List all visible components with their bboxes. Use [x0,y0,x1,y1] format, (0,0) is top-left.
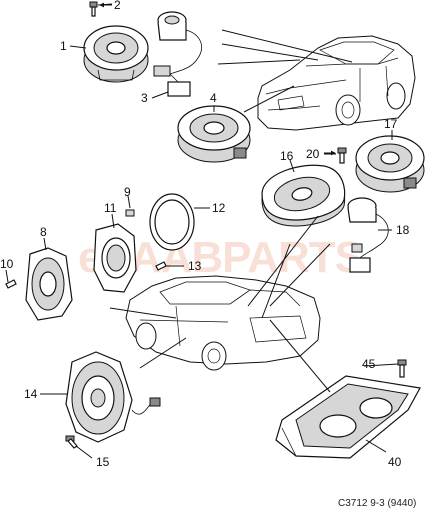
callout-17: 17 [384,117,398,131]
callout-40: 40 [388,455,402,469]
car-front-view [257,35,416,131]
leader-lines [5,3,399,459]
part-14-speaker [65,351,161,443]
callout-11: 11 [104,201,117,215]
callout-16: 16 [280,149,294,163]
callout-3: 3 [141,91,148,105]
callout-20: 20 [306,147,320,161]
part-20-screw [337,147,347,164]
part-4-speaker [177,105,251,163]
callout-9: 9 [124,185,131,199]
callout-labels: 1 2 3 4 17 16 20 18 9 11 12 13 8 10 14 1… [0,0,410,469]
callout-8: 8 [40,225,47,239]
callout-4: 4 [210,91,217,105]
part-17-speaker [355,135,425,193]
callout-14: 14 [24,387,38,401]
callout-2: 2 [114,0,121,12]
part-12-mounting-ring [149,193,195,251]
callout-12: 12 [212,201,226,215]
part-2-screw [89,1,98,17]
part-16-oval-speaker [261,164,346,227]
part-1-speaker [83,25,149,83]
part-8-speaker [25,247,73,321]
part-11-bracket [93,223,137,293]
part-45-screw [397,359,407,378]
callout-15: 15 [96,455,110,469]
part-40-subwoofer-box [275,375,421,459]
callout-10: 10 [0,257,14,271]
part-3-tweeter [153,11,202,97]
callout-13: 13 [188,259,202,273]
diagram-footer-code: C3712 9-3 (9440) [338,498,416,509]
part-9-clip [125,209,135,217]
part-10-screw [5,279,17,289]
callout-45: 45 [362,357,376,371]
part-15-screw [65,435,78,449]
callout-1: 1 [60,39,67,53]
car-rear-view [125,275,321,371]
callout-18: 18 [396,223,410,237]
part-18-tweeter [347,197,389,273]
